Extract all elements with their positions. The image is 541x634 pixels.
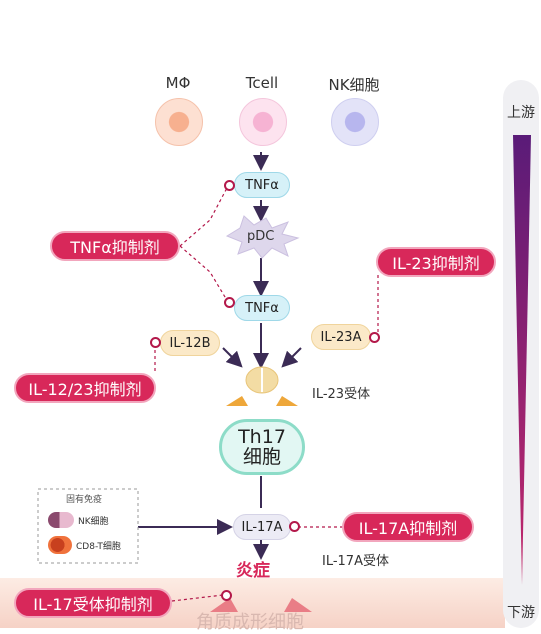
th17-cell: Th17 细胞	[219, 419, 305, 475]
tnfa-mid-pill: TNFα	[234, 295, 290, 321]
inflammation-label: 炎症	[236, 561, 270, 581]
th17-label-line1: Th17	[238, 426, 286, 448]
nk-cell-icon	[331, 98, 379, 146]
tnfa-mid-inhibit-marker	[224, 297, 235, 308]
il23-receptor-label: IL-23受体	[312, 387, 371, 402]
side-scale-wedge	[513, 135, 531, 585]
il17a-inhibit-marker	[289, 521, 300, 532]
il17a-inhibitor-badge: IL-17A抑制剂	[342, 512, 474, 542]
il23a-pill: IL-23A	[311, 324, 371, 350]
il23-inhibitor-badge: IL-23抑制剂	[376, 247, 496, 277]
il23a-inhibit-marker	[369, 332, 380, 343]
innate-cd8t-label: CD8-T细胞	[76, 542, 121, 552]
cell-label-macrophage: MΦ	[165, 74, 191, 92]
il17-receptor-icon	[210, 598, 312, 612]
tcell-cell-icon	[239, 98, 287, 146]
tnfa-top-inhibit-marker	[224, 180, 235, 191]
innate-nk-label: NK细胞	[78, 517, 109, 527]
il17r-inhibit-marker	[221, 590, 232, 601]
il17a-pill: IL-17A	[233, 514, 291, 540]
il1223-inhibitor-badge: IL-12/23抑制剂	[14, 373, 156, 403]
il17r-inhibitor-badge: IL-17受体抑制剂	[14, 588, 172, 618]
tnfa-inhibitor-badge: TNFα抑制剂	[50, 231, 180, 261]
il12b-inhibit-marker	[150, 337, 161, 348]
keratinocyte-label: 角质成形细胞	[196, 612, 304, 633]
macrophage-cell-icon	[155, 98, 203, 146]
side-scale-bottom-label: 下游	[507, 605, 535, 621]
il12b-pill: IL-12B	[160, 330, 220, 356]
cell-label-tcell: Tcell	[245, 74, 279, 92]
pdc-label: pDC	[247, 229, 275, 244]
innate-box-title: 固有免疫	[66, 495, 103, 505]
side-scale-top-label: 上游	[507, 105, 535, 121]
pdc-cell-icon	[225, 215, 300, 259]
tnfa-top-pill: TNFα	[234, 172, 290, 198]
innate-cd8t-cell-icon	[48, 536, 72, 554]
il17a-receptor-label: IL-17A受体	[322, 554, 389, 569]
connector-layer	[37, 152, 379, 602]
th17-label-line2: 细胞	[242, 446, 281, 468]
il23-receptor-icon	[226, 366, 298, 406]
innate-nk-cell-icon	[48, 512, 74, 528]
cell-label-nk: NK细胞	[328, 76, 380, 94]
